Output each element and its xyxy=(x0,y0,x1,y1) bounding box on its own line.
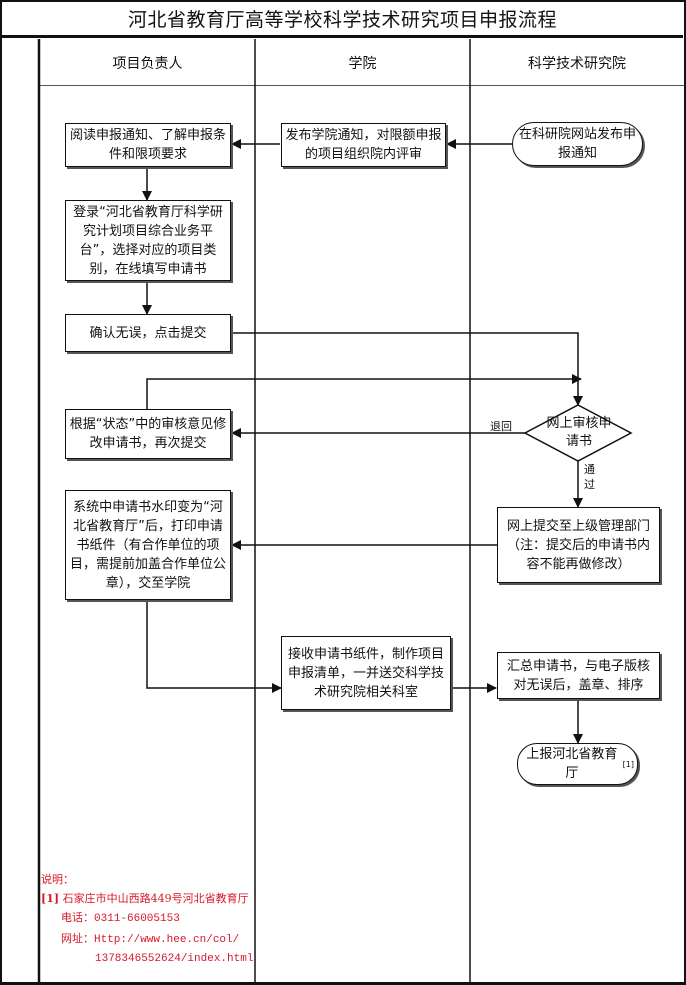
notes-address: 石家庄市中山西路449号河北省教育厅 xyxy=(62,892,249,905)
notes-heading: 说明： xyxy=(41,873,74,886)
notes-phone-label: 电话： xyxy=(61,911,94,924)
node-confirm-submit: 确认无误，点击提交 xyxy=(65,314,231,352)
node-read-notice: 阅读申报通知、了解申报条件和限项要求 xyxy=(65,123,231,167)
lane-header-college: 学院 xyxy=(255,41,470,86)
edge-label-return: 退回 xyxy=(490,420,512,433)
notes-block: 说明： [1] 石家庄市中山西路449号河北省教育厅 电话：0311-66005… xyxy=(41,870,253,969)
node-publish-notice: 在科研院网站发布申报通知 xyxy=(512,122,643,166)
node-revise: 根据“状态”中的审核意见修改申请书，再次提交 xyxy=(65,409,231,459)
notes-url-line1[interactable]: Http://www.hee.cn/col/ xyxy=(94,934,240,946)
notes-url-label: 网址： xyxy=(61,932,94,945)
footnote-ref: [1] xyxy=(622,759,634,769)
node-report-label: 上报河北省教育厅 xyxy=(526,747,618,781)
lane-header-project-leader: 项目负责人 xyxy=(40,41,255,86)
node-review: 网上审核申请书 xyxy=(546,416,612,449)
node-college-notice: 发布学院通知，对限额申报的项目组织院内评审 xyxy=(281,123,446,167)
lane-header-research-institute: 科学技术研究院 xyxy=(470,41,684,86)
node-print: 系统中申请书水印变为“河北省教育厅”后，打印申请书纸件（有合作单位的项目，需提前… xyxy=(65,490,231,600)
arrow-revise-to-review xyxy=(146,374,582,409)
node-summarize: 汇总申请书，与电子版核对无误后，盖章、排序 xyxy=(497,652,660,699)
arrow-confirm-to-review xyxy=(230,332,583,406)
arrow-print-to-receive xyxy=(146,600,282,693)
node-report: 上报河北省教育厅 [1] xyxy=(517,743,638,785)
node-receive: 接收申请书纸件，制作项目申报清单，一并送交科学技术研究院相关科室 xyxy=(281,636,451,710)
page-title: 河北省教育厅高等学校科学技术研究项目申报流程 xyxy=(2,2,683,38)
notes-phone: 0311-66005153 xyxy=(94,913,180,925)
notes-ref: [1] xyxy=(41,892,60,905)
node-login-fill: 登录“河北省教育厅科学研究计划项目综合业务平台”，选择对应的项目类别，在线填写申… xyxy=(65,200,231,281)
node-submit-upper: 网上提交至上级管理部门（注：提交后的申请书内容不能再做修改） xyxy=(497,507,660,583)
notes-url-line2[interactable]: 1378346552624/index.html xyxy=(95,953,254,965)
edge-label-pass: 通过 xyxy=(584,463,595,491)
